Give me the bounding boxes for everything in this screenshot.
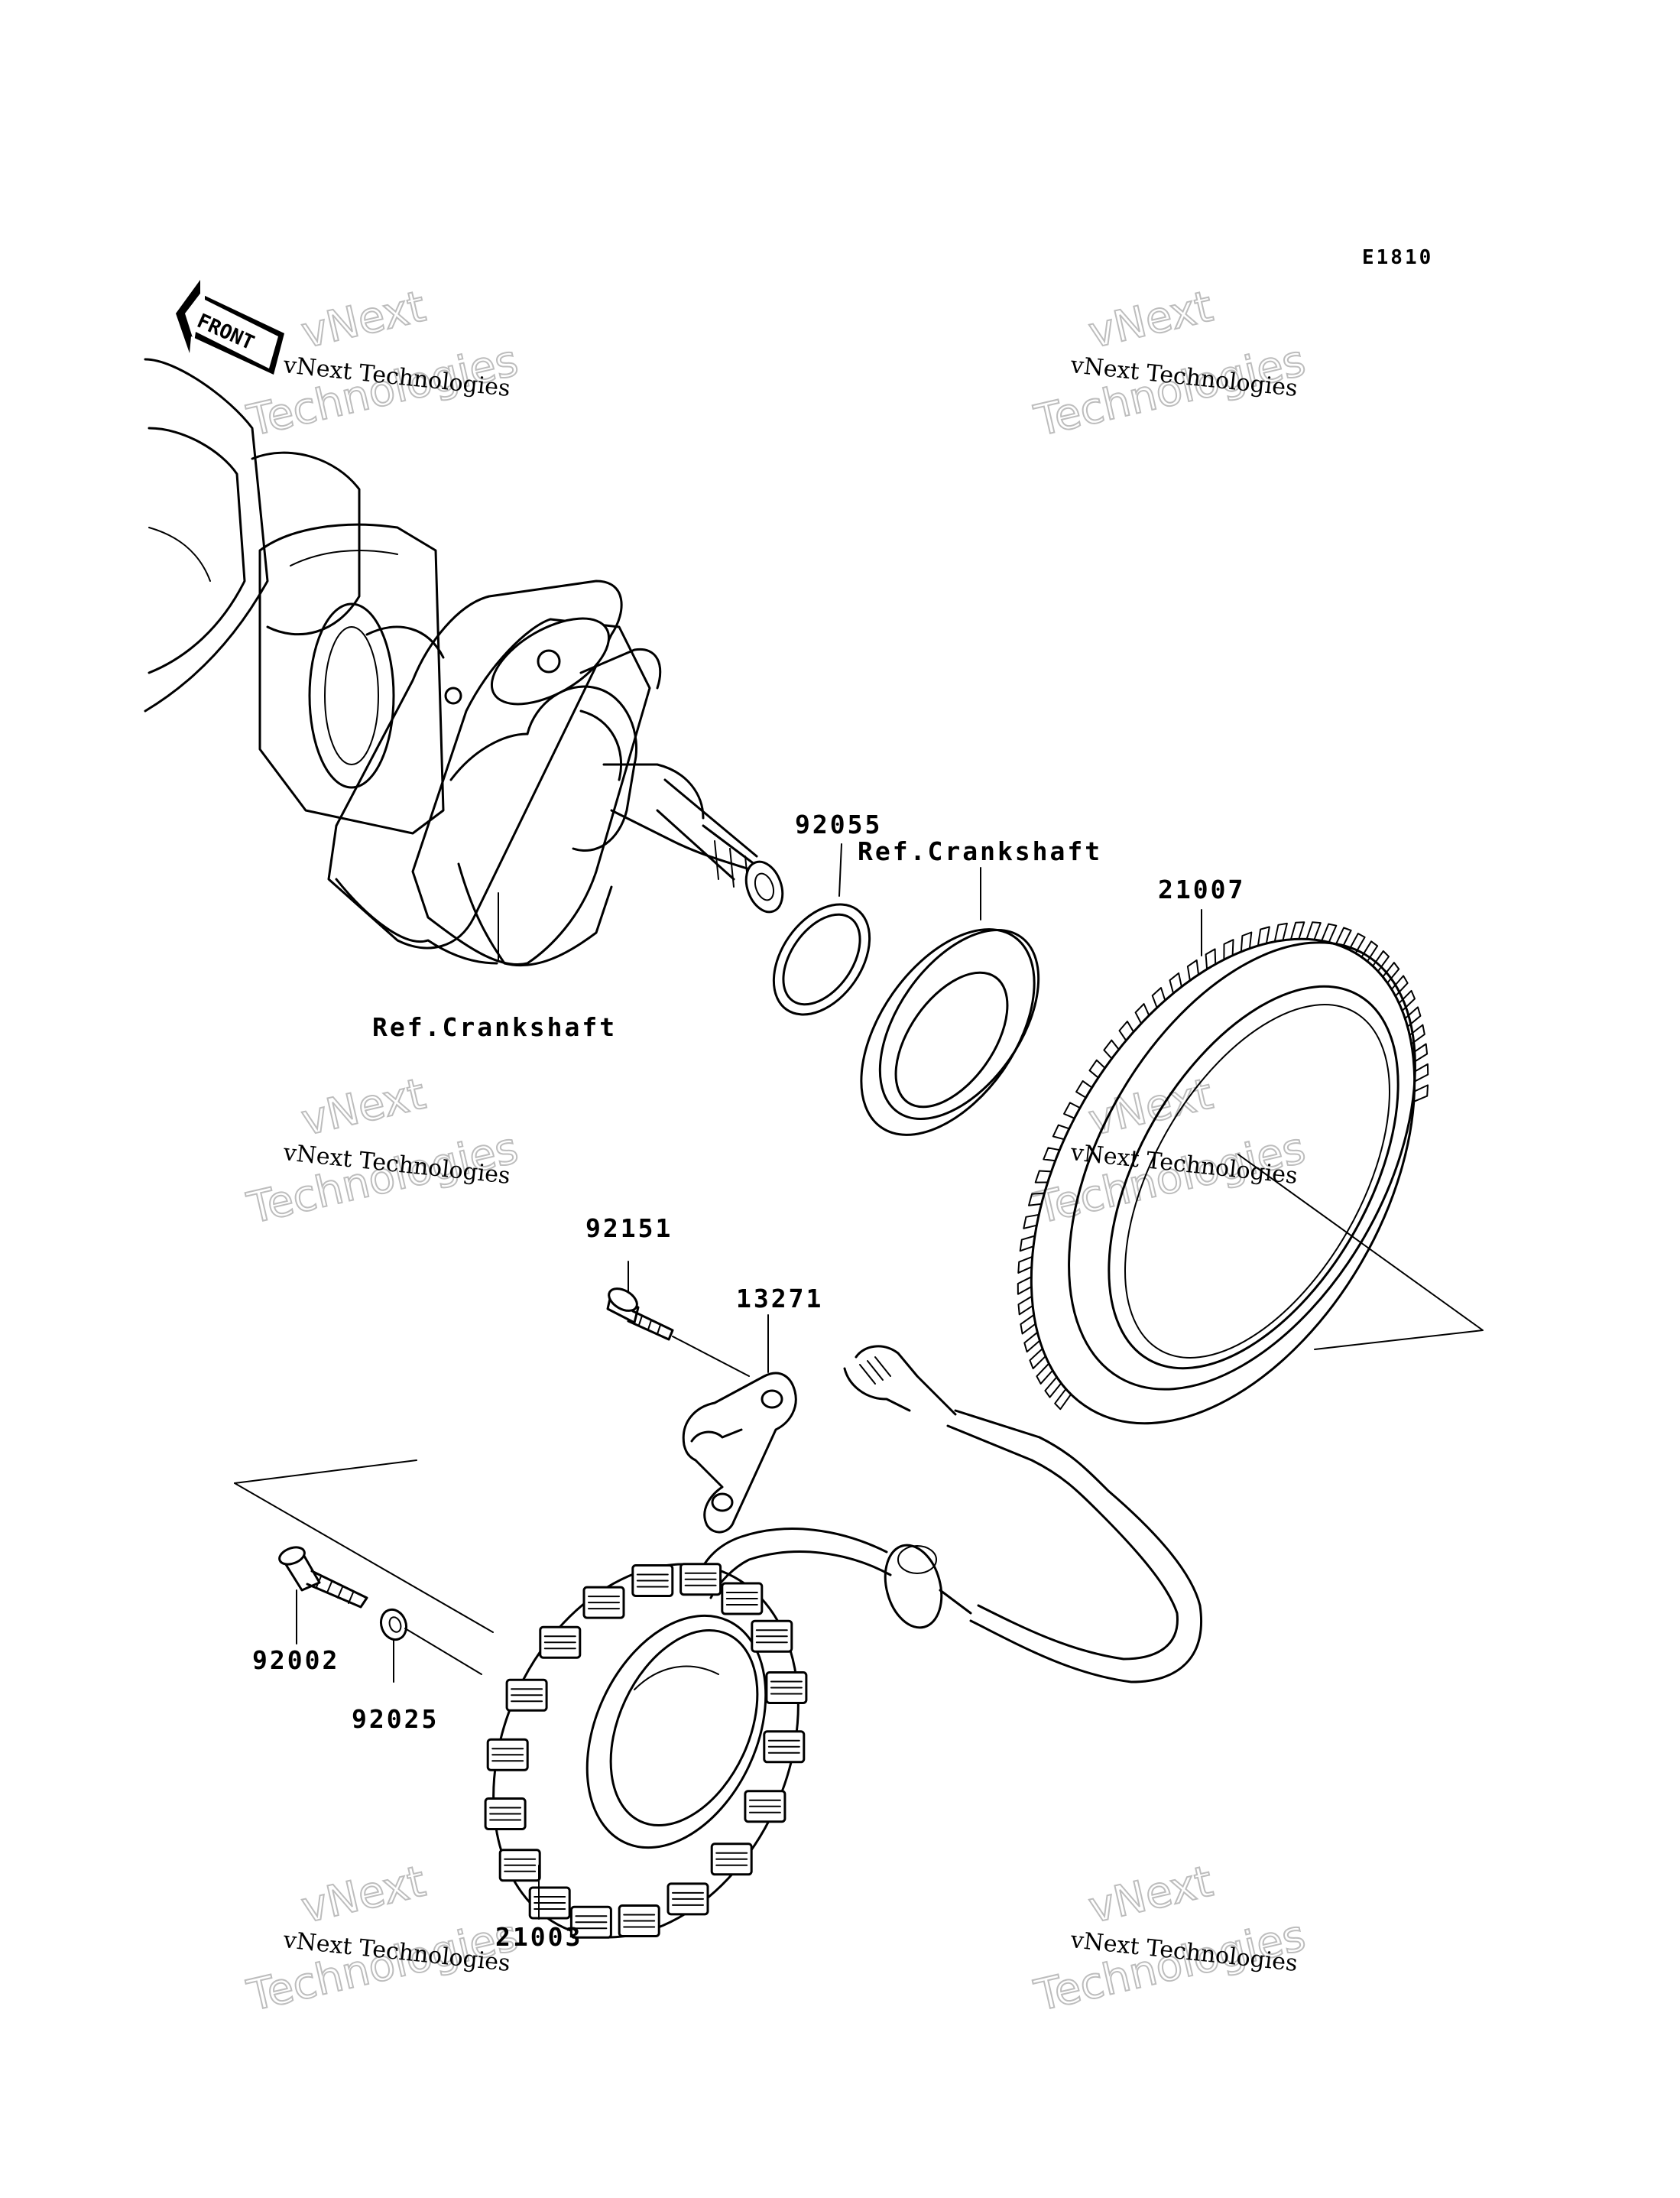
svg-text:vNext: vNext: [297, 1857, 430, 1933]
stator-pole-lamination: [543, 1635, 576, 1650]
rotor-teeth: [1017, 921, 1429, 1411]
collar-part: [860, 867, 1040, 1136]
watermark-bottom-left: vNext Technologies vNext Technologies: [242, 1856, 524, 2022]
label-21007: 21007: [1158, 875, 1245, 904]
stator-wire-harness: [694, 1345, 1202, 1683]
stator-pole-lamination: [767, 1739, 800, 1754]
watermark-top-left: vNext Technologies vNext Technologies: [242, 281, 524, 447]
stator-pole-lamination: [511, 1688, 543, 1703]
svg-text:vNext: vNext: [297, 1070, 430, 1146]
stator-pole-lamination: [748, 1799, 781, 1813]
label-ref-crankshaft-right: Ref.Crankshaft: [858, 836, 1102, 866]
svg-text:vNext: vNext: [1085, 1857, 1218, 1933]
pickup-plate-part: [682, 1314, 797, 1534]
svg-text:vNext: vNext: [1085, 1070, 1218, 1146]
label-92002: 92002: [252, 1645, 339, 1675]
stator-pole-lamination: [755, 1629, 788, 1644]
label-92151: 92151: [585, 1213, 673, 1243]
stator-pole-lamination: [770, 1680, 803, 1695]
watermark-bottom-right: vNext Technologies vNext Technologies: [1030, 1856, 1311, 2022]
stator-pole-lamination: [636, 1573, 669, 1588]
stator-pole-lamination: [725, 1592, 758, 1605]
label-21003: 21003: [495, 1922, 582, 1952]
stator-coil-part: [484, 1563, 808, 1939]
stator-bolt-part: [278, 1546, 368, 1644]
label-92055: 92055: [795, 810, 882, 839]
stator-pole-lamination: [684, 1572, 717, 1586]
crankshaft-illustration: [144, 358, 784, 967]
stator-pole-lamination: [491, 1748, 524, 1762]
stator-pole-lamination: [672, 1891, 704, 1906]
svg-text:vNext: vNext: [1085, 282, 1218, 359]
label-ref-crankshaft-left: Ref.Crankshaft: [372, 1012, 617, 1042]
stator-pole-lamination: [504, 1858, 537, 1872]
rotor-flywheel-part: [1017, 909, 1484, 1425]
o-ring-part: [772, 843, 871, 1016]
svg-text:vNext: vNext: [297, 282, 430, 359]
stator-pole-lamination: [715, 1852, 748, 1866]
diagram-code: E1810: [1362, 246, 1433, 269]
watermark-mid-left: vNext Technologies vNext Technologies: [242, 1069, 524, 1235]
stator-pole-lamination: [575, 1915, 608, 1930]
plate-bolt-part: [606, 1261, 750, 1377]
washer-part: [379, 1608, 482, 1683]
label-92025: 92025: [352, 1704, 439, 1734]
label-13271: 13271: [736, 1284, 823, 1313]
stator-pole-lamination: [588, 1596, 620, 1610]
stator-pole-lamination: [489, 1807, 522, 1821]
watermark-top-right: vNext Technologies vNext Technologies: [1030, 281, 1311, 447]
stator-pole-lamination: [623, 1914, 656, 1928]
alignment-lines: [234, 892, 499, 1633]
front-arrow-icon: FRONT: [176, 280, 284, 375]
